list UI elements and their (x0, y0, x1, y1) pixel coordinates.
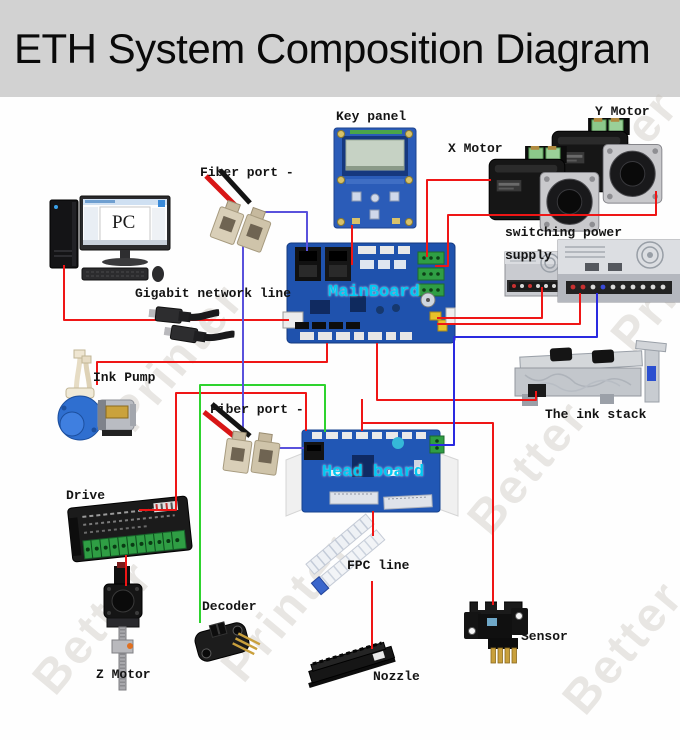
sensor-image (464, 601, 528, 664)
page-title: ETH System Composition Diagram (14, 24, 651, 72)
psu-label: switching power supply (505, 221, 622, 267)
mainboard-pcb (282, 242, 456, 344)
decoder-image (194, 621, 261, 662)
pc-tower (49, 199, 79, 269)
ink-stack-label: The ink stack (545, 407, 647, 422)
head-board-pcb (285, 429, 459, 517)
pc-keyboard (81, 267, 149, 281)
y-motor-label: Y Motor (595, 104, 650, 119)
wire-mainboard-to-inkstack (376, 343, 537, 401)
fiber-port-top-image (204, 168, 275, 255)
fiber-port-mid-image (202, 402, 282, 478)
ink-pump-label: Ink Pump (93, 370, 156, 385)
ink-stack-image (514, 340, 667, 406)
psu-front (557, 239, 680, 303)
nozzle-label: Nozzle (373, 669, 420, 684)
wire-ymotor-to-mainboard (435, 191, 657, 267)
wire-psu-to-headboard (430, 293, 598, 446)
fpc-ribbon-image (305, 513, 386, 596)
wire-psu2-to-mainboard (437, 293, 581, 325)
wire-headboard-to-decoder (199, 384, 326, 623)
wire-pc-to-mainboard (63, 265, 289, 321)
fpc-label: FPC line (347, 558, 410, 573)
psu-back (504, 251, 574, 297)
sensor-label: Sensor (521, 629, 568, 644)
pc-label: PC (112, 212, 136, 233)
wire-headboard-to-sensor (361, 422, 494, 605)
wire-fiber1-to-mainboard (263, 211, 308, 251)
decoder-label: Decoder (202, 599, 257, 614)
psu-label-line1: switching power (505, 225, 623, 240)
drive-image (67, 495, 193, 563)
drive-label: Drive (66, 488, 106, 503)
wire-xmotor-to-mainboard (426, 179, 491, 257)
pc-mouse (152, 266, 164, 282)
z-motor-image (103, 562, 143, 691)
fiber-port-top-label: Fiber port - (200, 165, 294, 180)
ink-pump-image (57, 349, 136, 441)
head-board-label: Head board (322, 463, 425, 482)
wire-mainboard-to-inkpump (96, 343, 328, 385)
pc-monitor (79, 195, 171, 266)
wire-headboard-to-drive (139, 392, 307, 511)
title-bar: ETH System Composition Diagram (0, 0, 680, 97)
x-motor-label: X Motor (448, 141, 503, 156)
z-motor-label: Z Motor (96, 667, 151, 682)
key-panel-label: Key panel (336, 109, 407, 124)
psu-label-line2: supply (505, 248, 552, 263)
mainboard-label: MainBoard (328, 283, 420, 302)
wire-psu1-to-mainboard (437, 287, 543, 319)
gigabit-label: Gigabit network line (135, 286, 292, 301)
nozzle-image (308, 641, 396, 688)
fiber-port-mid-label: Fiber port - (210, 402, 304, 417)
key-panel-board (333, 127, 417, 229)
gigabit-cable-image (148, 305, 235, 349)
